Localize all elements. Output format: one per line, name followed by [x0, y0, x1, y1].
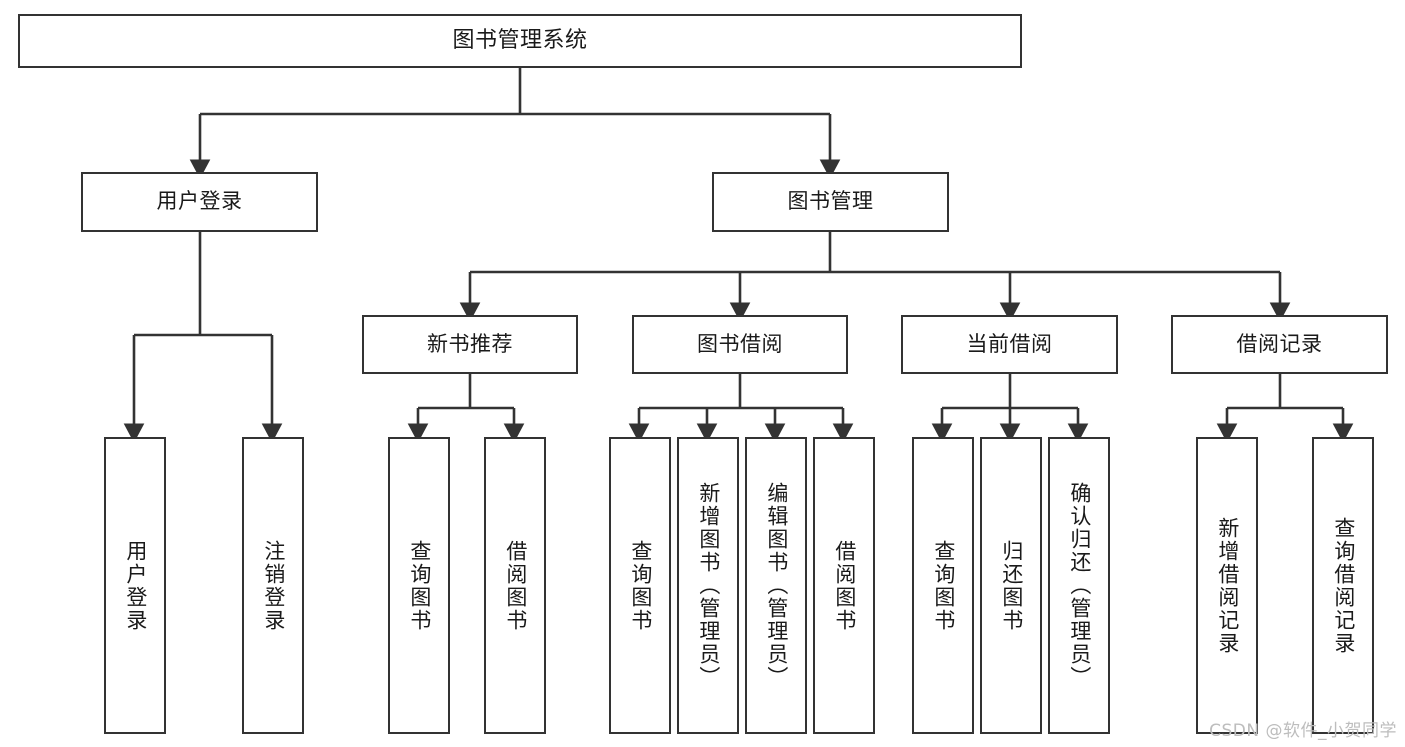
leaf-return-book[interactable]: 归还图书: [980, 437, 1042, 734]
node-borrow-record[interactable]: 借阅记录: [1171, 315, 1388, 374]
node-label: 当前借阅: [966, 331, 1053, 356]
node-label: 用户登录: [123, 539, 148, 632]
node-label: 借阅记录: [1236, 331, 1323, 356]
leaf-query-book-recommend[interactable]: 查询图书: [388, 437, 450, 734]
leaf-add-borrow-record[interactable]: 新增借阅记录: [1196, 437, 1258, 734]
node-book-borrow[interactable]: 图书借阅: [632, 315, 848, 374]
node-label: 归还图书: [999, 539, 1024, 632]
node-label: 编辑图书（管理员）: [764, 482, 789, 689]
node-root-system[interactable]: 图书管理系统: [18, 14, 1022, 68]
node-label: 确认归还（管理员）: [1067, 482, 1092, 689]
node-label: 新书推荐: [427, 331, 513, 356]
node-current-borrow[interactable]: 当前借阅: [901, 315, 1118, 374]
leaf-edit-book[interactable]: 编辑图书（管理员）: [745, 437, 807, 734]
node-label: 图书借阅: [697, 331, 783, 356]
node-label: 查询图书: [628, 539, 653, 632]
leaf-query-book-borrow[interactable]: 查询图书: [609, 437, 671, 734]
node-book-manage[interactable]: 图书管理: [712, 172, 949, 232]
node-label: 查询图书: [407, 539, 432, 632]
node-new-book-recommend[interactable]: 新书推荐: [362, 315, 578, 374]
node-label: 新增借阅记录: [1215, 516, 1240, 655]
node-label: 借阅图书: [832, 539, 857, 632]
node-label: 用户登录: [156, 189, 243, 214]
csdn-watermark: CSDN @软件_小贺同学: [1209, 721, 1397, 741]
leaf-logout-login[interactable]: 注销登录: [242, 437, 304, 734]
node-label: 图书管理: [787, 189, 874, 214]
node-label: 图书管理系统: [452, 27, 588, 53]
leaf-borrow-book-recommend[interactable]: 借阅图书: [484, 437, 546, 734]
node-label: 查询图书: [931, 539, 956, 632]
node-label: 借阅图书: [503, 539, 528, 632]
node-label: 查询借阅记录: [1331, 516, 1356, 655]
leaf-query-book-current[interactable]: 查询图书: [912, 437, 974, 734]
node-user-login[interactable]: 用户登录: [81, 172, 318, 232]
leaf-user-login[interactable]: 用户登录: [104, 437, 166, 734]
leaf-query-borrow-record[interactable]: 查询借阅记录: [1312, 437, 1374, 734]
node-label: 新增图书（管理员）: [696, 482, 721, 689]
leaf-confirm-return[interactable]: 确认归还（管理员）: [1048, 437, 1110, 734]
leaf-borrow-book[interactable]: 借阅图书: [813, 437, 875, 734]
leaf-add-book[interactable]: 新增图书（管理员）: [677, 437, 739, 734]
node-label: 注销登录: [261, 539, 286, 632]
